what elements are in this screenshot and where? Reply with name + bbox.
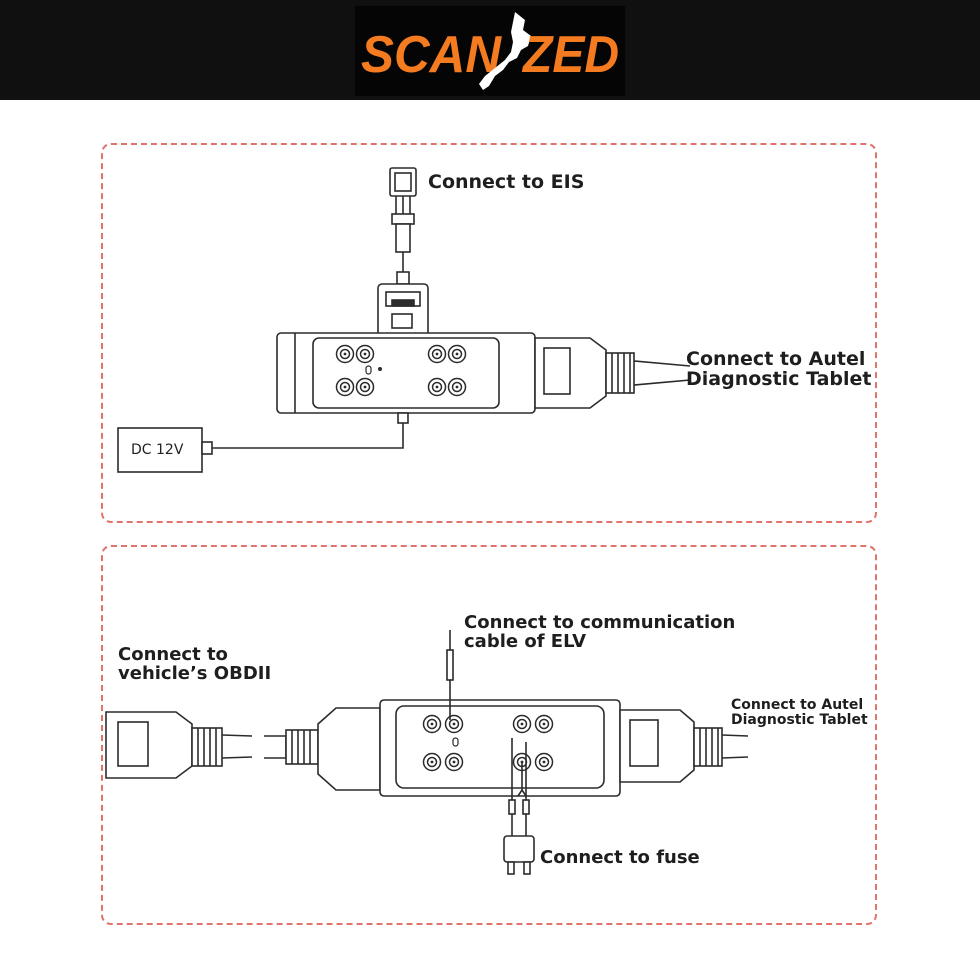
scanzed-logo: SCAN ZED xyxy=(355,6,625,96)
bottom-tablet-label-line2: Diagnostic Tablet xyxy=(731,712,868,728)
dc-power-label: DC 12V xyxy=(131,442,184,458)
bottom-adapter-jacks xyxy=(422,714,554,772)
header-bar: SCAN ZED xyxy=(0,0,980,100)
obd-connection-label-line1: Connect to xyxy=(118,644,228,665)
fuse-connection-label: Connect to fuse xyxy=(540,847,700,868)
diagram-panel-power-mode xyxy=(101,143,877,523)
elv-connection-label-line1: Connect to communication xyxy=(464,612,736,633)
bottom-tablet-plug xyxy=(619,709,749,783)
logo-graphic: SCAN ZED xyxy=(361,12,619,90)
top-tablet-plug xyxy=(534,337,691,409)
db9-plug xyxy=(377,283,429,337)
dc-power-lead xyxy=(117,412,409,473)
logo-text-left: SCAN xyxy=(361,26,502,84)
tablet-connection-label-line1: Connect to Autel xyxy=(686,348,866,370)
eis-connection-label: Connect to EIS xyxy=(428,171,585,193)
tablet-connection-label-line2: Diagnostic Tablet xyxy=(686,368,872,390)
fuse-lead xyxy=(503,738,535,875)
new-zealand-map-icon xyxy=(479,12,531,90)
top-adapter-jacks xyxy=(335,344,467,397)
obd-connection-label-line2: vehicle’s OBDII xyxy=(118,663,272,684)
elv-connection-label-line2: cable of ELV xyxy=(464,631,587,652)
logo-text-right: ZED xyxy=(521,26,619,84)
elv-probe-lead xyxy=(446,630,454,720)
eis-connector xyxy=(389,167,417,285)
diagram-panel-vehicle-mode xyxy=(101,545,877,925)
bottom-tablet-label-line1: Connect to Autel xyxy=(731,697,864,713)
top-adapter-box xyxy=(276,332,536,414)
bottom-adapter-assembly xyxy=(264,699,621,797)
vehicle-obd-plug xyxy=(105,711,253,779)
